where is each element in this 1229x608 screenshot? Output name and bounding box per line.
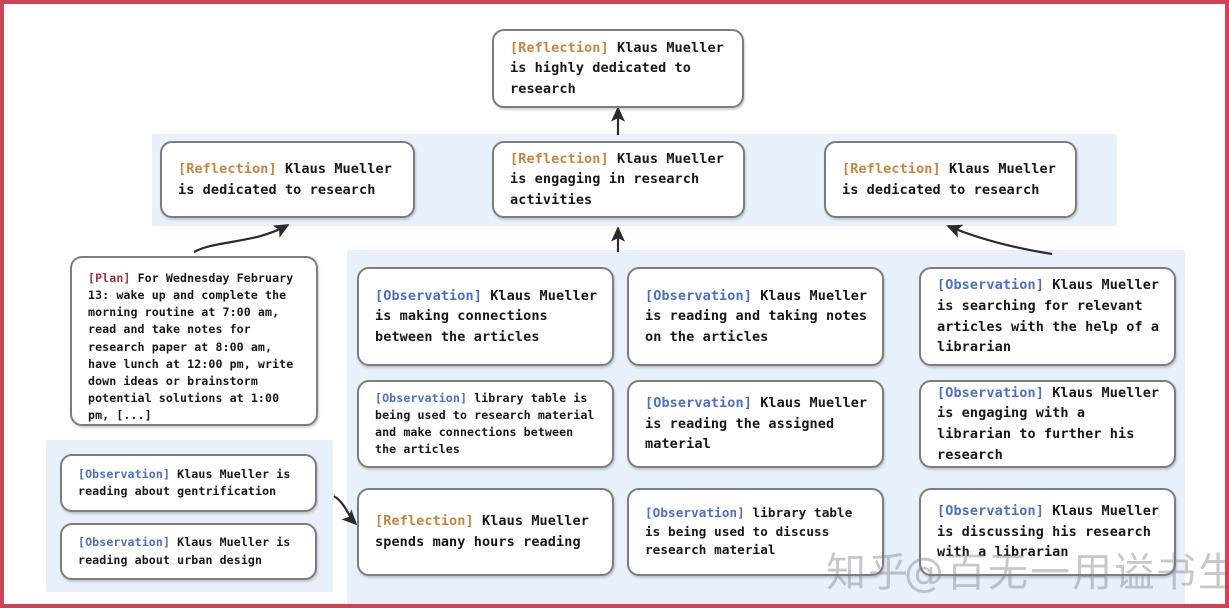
node-text: [Plan] For Wednesday February 13: wake u… [88,270,304,424]
node-col4-observation-2[interactable]: [Observation] Klaus Mueller is engaging … [919,380,1176,468]
tag-observation: [Observation] [645,287,752,304]
node-body: library table is being used to discuss r… [645,504,861,558]
node-plan[interactable]: [Plan] For Wednesday February 13: wake u… [70,256,318,426]
node-col1-observation-2[interactable]: [Observation] Klaus Mueller is reading a… [60,523,317,580]
tag-reflection: [Reflection] [510,150,609,167]
node-level2-left[interactable]: [Reflection] Klaus Mueller is dedicated … [160,141,415,218]
node-col4-observation-1[interactable]: [Observation] Klaus Mueller is searching… [919,267,1176,366]
node-body: Klaus Mueller is dedicated to research [842,160,1065,198]
node-level2-right[interactable]: [Reflection] Klaus Mueller is dedicated … [824,141,1077,218]
node-body: Klaus Mueller is reading the assigned ma… [645,395,876,453]
watermark-handle: @百无一用谥书生 [904,550,1229,596]
node-body: Klaus Mueller is dedicated to research [178,160,401,198]
node-body: Klaus Mueller is highly dedicated to res… [510,39,733,97]
tag-observation: [Observation] [937,384,1044,401]
node-text: [Observation] library table is being use… [375,390,600,459]
node-text: [Observation] Klaus Mueller is reading a… [78,466,303,500]
tag-plan: [Plan] [88,271,131,285]
node-body: library table is being used to research … [375,390,602,457]
tag-reflection: [Reflection] [375,513,474,530]
node-text: [Reflection] Klaus Mueller spends many h… [375,511,600,552]
node-text: [Observation] Klaus Mueller is making co… [375,286,600,348]
node-body: Klaus Mueller is reading about gentrific… [78,466,298,498]
node-col2-observation-2[interactable]: [Observation] library table is being use… [357,380,614,468]
node-text: [Reflection] Klaus Mueller is highly ded… [510,38,730,100]
tag-observation: [Observation] [645,395,752,412]
node-col3-observation-2[interactable]: [Observation] Klaus Mueller is reading t… [627,380,884,468]
tag-observation: [Observation] [937,277,1044,294]
node-col4-observation-3[interactable]: [Observation] Klaus Mueller is discussin… [919,488,1176,576]
tag-observation: [Observation] [375,390,468,405]
node-text: [Observation] Klaus Mueller is searching… [937,275,1162,357]
node-text: [Reflection] Klaus Mueller is engaging i… [510,149,731,211]
tag-reflection: [Reflection] [510,39,609,56]
node-col2-reflection[interactable]: [Reflection] Klaus Mueller spends many h… [357,488,614,576]
node-text: [Observation] Klaus Mueller is discussin… [937,501,1162,563]
node-col1-observation-1[interactable]: [Observation] Klaus Mueller is reading a… [60,454,317,512]
node-body: Klaus Mueller is engaging in research ac… [510,150,733,208]
tag-observation: [Observation] [645,504,745,520]
tag-reflection: [Reflection] [178,160,277,177]
node-col2-observation-1[interactable]: [Observation] Klaus Mueller is making co… [357,267,614,366]
tag-observation: [Observation] [937,503,1044,520]
node-text: [Observation] Klaus Mueller is reading t… [645,393,870,455]
node-body: Klaus Mueller is discussing his research… [937,503,1168,561]
node-col3-observation-3[interactable]: [Observation] library table is being use… [627,488,884,576]
node-level2-middle[interactable]: [Reflection] Klaus Mueller is engaging i… [492,141,745,218]
node-text: [Reflection] Klaus Mueller is dedicated … [842,159,1063,200]
node-text: [Reflection] Klaus Mueller is dedicated … [178,159,401,200]
node-body: Klaus Mueller is engaging with a librari… [937,384,1168,463]
tag-observation: [Observation] [78,466,171,481]
node-body: Klaus Mueller is reading and taking note… [645,287,876,345]
node-col3-observation-1[interactable]: [Observation] Klaus Mueller is reading a… [627,267,884,366]
node-body: Klaus Mueller spends many hours reading [375,513,598,550]
tag-reflection: [Reflection] [842,160,941,177]
node-root-reflection[interactable]: [Reflection] Klaus Mueller is highly ded… [492,29,744,108]
node-body: Klaus Mueller is making connections betw… [375,287,606,345]
tag-observation: [Observation] [375,287,482,304]
node-body: Klaus Mueller is searching for relevant … [937,277,1168,356]
watermark-zhihu: 知乎 [826,550,910,596]
node-text: [Observation] Klaus Mueller is reading a… [645,286,870,348]
node-text: [Observation] Klaus Mueller is reading a… [78,534,303,568]
node-body: For Wednesday February 13: wake up and c… [88,271,301,423]
node-text: [Observation] library table is being use… [645,504,870,561]
node-text: [Observation] Klaus Mueller is engaging … [937,383,1162,465]
tag-observation: [Observation] [78,535,171,550]
node-body: Klaus Mueller is reading about urban des… [78,535,298,567]
